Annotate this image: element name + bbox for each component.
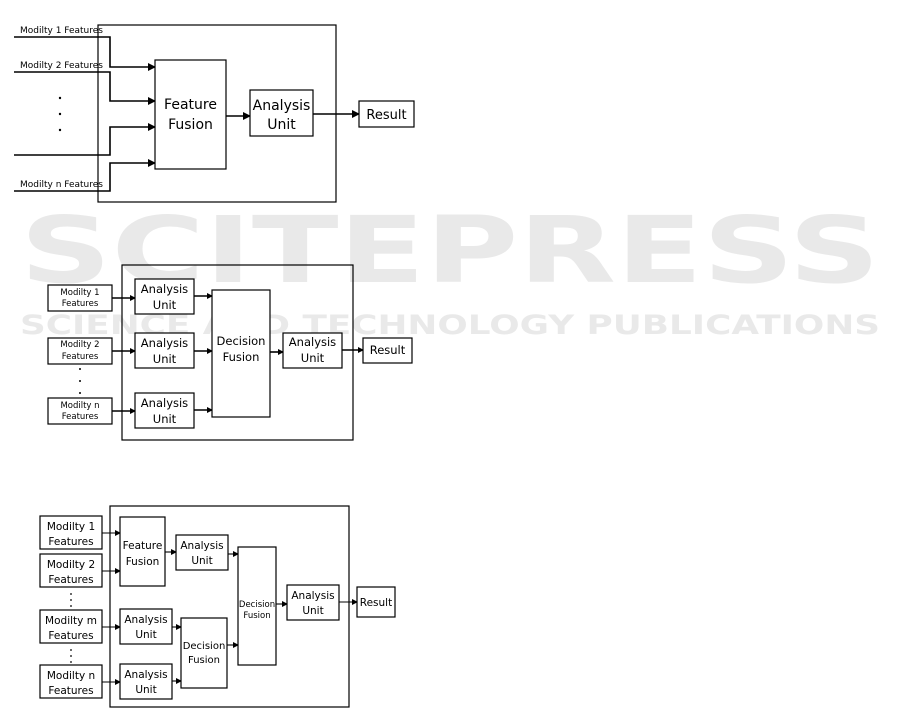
ellipsis-dot [70,655,72,657]
ellipsis-dot [70,593,72,595]
d2-input-2-line-1: Modilty 2 [60,340,99,350]
d3-input-1-line-2: Features [48,536,93,548]
feature-fusion-box [154,59,227,170]
d2-analysis-unit-1 [134,278,195,315]
analysis-unit-label-1: Analysis [253,98,311,114]
d3-feature-fusion-box [119,516,166,587]
d2-analysis-unit-1-line-1: Analysis [141,282,188,296]
d3-final-analysis-unit-line-2: Unit [302,605,323,617]
d3-decision-fusion-inner [180,617,228,689]
d2-input-1-line-2: Features [62,299,99,309]
feature-fusion-label-1: Feature [164,97,217,113]
d2-input-box-n [47,397,113,425]
d2-final-analysis-unit-line-1: Analysis [289,335,336,349]
arrow [14,71,156,105]
d2-input-n-line-2: Features [62,412,99,422]
ellipsis-dot [70,605,72,607]
d3-analysis-unit-top [175,534,229,571]
d3-feature-fusion-line-2: Fusion [126,556,160,568]
d2-input-n-line-1: Modilty n [60,401,99,411]
d2-analysis-unit-2-line-1: Analysis [141,336,188,350]
d3-input-1-line-1: Modilty 1 [47,521,95,533]
d2-input-box-2 [47,337,113,365]
d3-feature-fusion-line-1: Feature [123,540,163,552]
d3-analysis-unit-top-line-1: Analysis [180,540,223,552]
d2-decision-fusion-box [211,289,271,418]
d3-analysis-unit-top-line-2: Unit [191,555,212,567]
diagram1-input-1: Modilty 1 Features [20,26,103,36]
d3-input-m-line-1: Modilty m [45,615,97,627]
d3-input-n-line-1: Modilty n [47,670,95,682]
diagram2-frame [121,264,354,441]
d2-analysis-unit-1-line-2: Unit [153,298,177,312]
d3-decision-fusion-inner-line-1: Decision [183,641,226,652]
ellipsis-dot [79,392,81,394]
d3-analysis-unit-m-line-2: Unit [135,629,156,641]
d3-input-n-line-2: Features [48,685,93,697]
ellipsis-dot [58,112,62,116]
d3-input-2-line-2: Features [48,574,93,586]
d2-input-1-line-1: Modilty 1 [60,288,99,298]
d3-analysis-unit-n-line-2: Unit [135,684,156,696]
result-label: Result [366,108,406,123]
ellipsis-dot [79,380,81,382]
d3-result-label: Result [360,597,392,609]
d3-input-box-n [39,664,103,699]
diagram1-input-2: Modilty 2 Features [20,61,103,71]
arrow [14,36,156,71]
ellipsis-dot [58,128,62,132]
d2-analysis-unit-n-line-1: Analysis [141,396,188,410]
d2-result-label: Result [370,343,406,357]
d2-analysis-unit-n-line-2: Unit [153,412,177,426]
ellipsis-dot [70,661,72,663]
d3-decision-fusion-outer-line-2: Fusion [243,611,270,621]
d3-decision-fusion-outer-line-1: Decision [239,600,275,610]
result-box [358,100,415,128]
d3-input-m-line-2: Features [48,630,93,642]
d2-decision-fusion-line-1: Decision [217,334,266,348]
diagram-feature-fusion: Modilty 1 Features Modilty 2 Features Mo… [14,24,415,203]
d2-analysis-unit-2 [134,332,195,369]
d2-final-analysis-unit-line-2: Unit [301,351,325,365]
d3-result-box [356,586,396,618]
feature-fusion-label-2: Fusion [168,117,213,133]
d3-analysis-unit-n-line-1: Analysis [124,669,167,681]
analysis-unit-label-2: Unit [267,117,296,133]
d2-decision-fusion-line-2: Fusion [223,350,260,364]
diagram3-frame [109,505,350,708]
diagram-hybrid-fusion: Modilty 1 Features Modilty 2 Features Mo… [39,505,396,708]
analysis-unit-box [249,89,314,137]
d3-input-box-m [39,609,103,644]
d3-final-analysis-unit-line-1: Analysis [291,590,334,602]
ellipsis-dot [70,649,72,651]
d3-decision-fusion-outer [237,546,277,666]
ellipsis-dot [79,368,81,370]
watermark: SCITEPRESS SCIENCE AND TECHNOLOGY PUBLIC… [20,197,880,341]
arrow [14,159,156,192]
diagram-decision-fusion: Modilty 1 Features Modilty 2 Features Mo… [47,264,413,441]
ellipsis-dot [58,96,62,100]
d3-final-analysis-unit [286,584,340,621]
d2-input-2-line-2: Features [62,352,99,362]
ellipsis-dot [70,599,72,601]
diagram1-input-n: Modilty n Features [20,180,103,190]
d3-analysis-unit-m-line-1: Analysis [124,614,167,626]
d2-analysis-unit-2-line-2: Unit [153,352,177,366]
d3-decision-fusion-inner-line-2: Fusion [188,655,220,666]
arrow [14,123,156,156]
d2-final-analysis-unit [282,332,343,369]
d3-input-2-line-1: Modilty 2 [47,559,95,571]
d2-result-box [362,337,413,364]
d3-input-box-1 [39,515,103,550]
